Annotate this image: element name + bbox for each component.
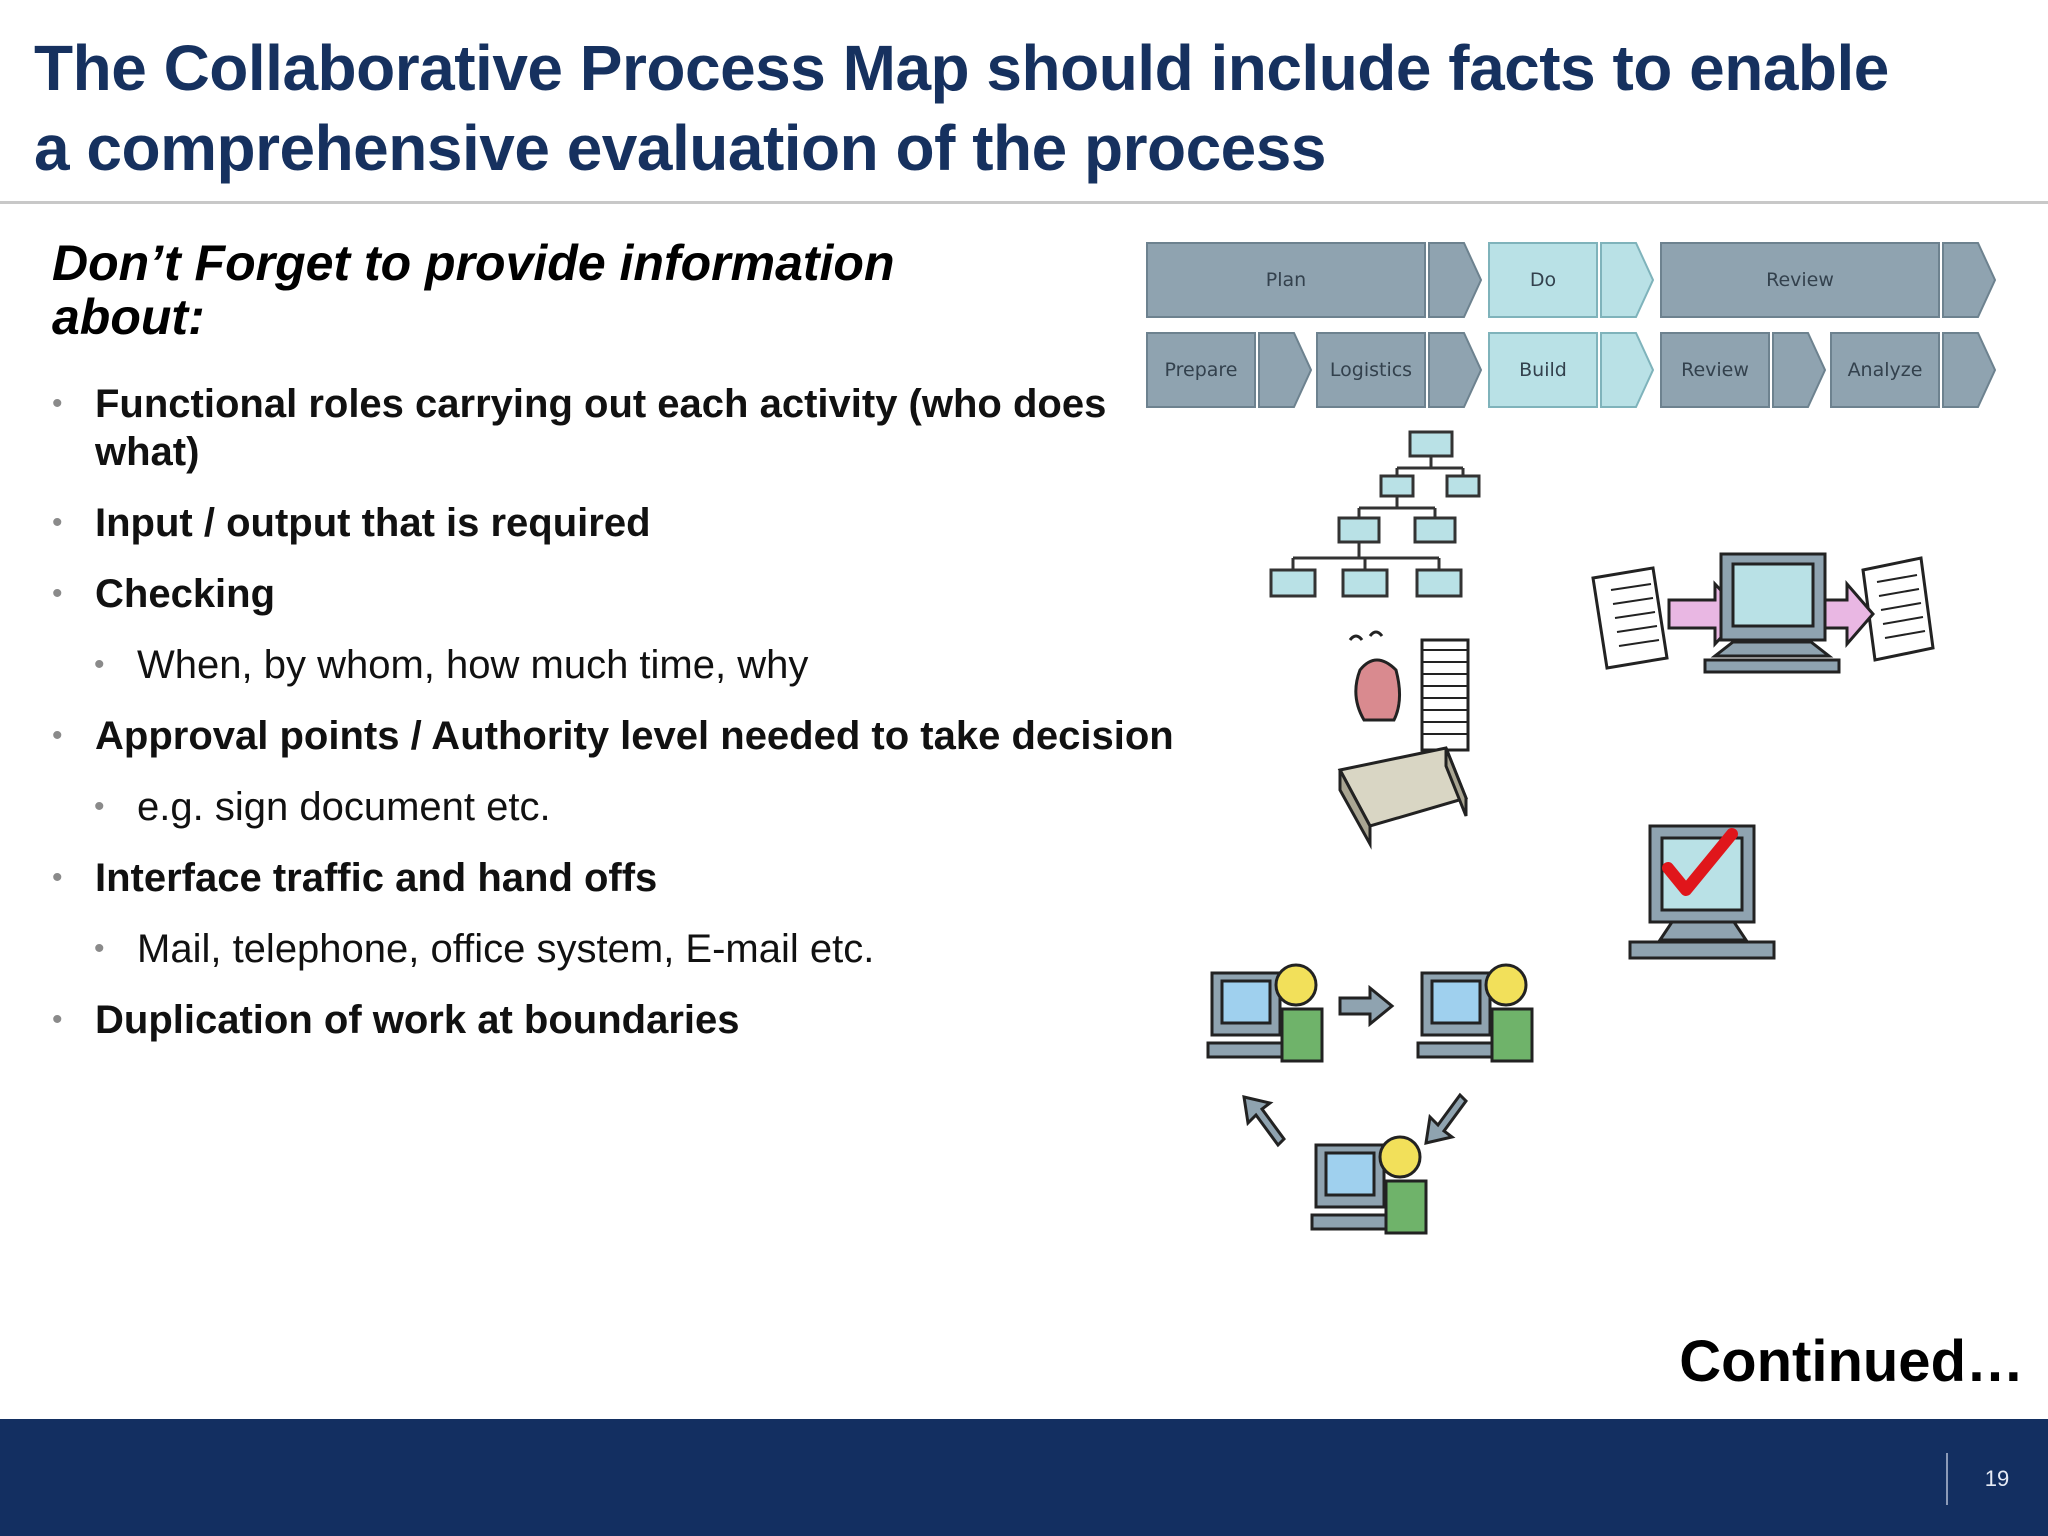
title-divider: [0, 201, 2048, 204]
bullet-item: • Approval points / Authority level neede…: [52, 712, 1202, 760]
phase-label: Do: [1529, 269, 1557, 291]
bullet-dot: •: [52, 719, 63, 752]
step-prepare: Prepare: [1146, 332, 1312, 408]
bullet-item: • Duplication of work at boundaries: [52, 996, 1202, 1044]
sub-bullet-text: When, by whom, how much time, why: [137, 643, 809, 687]
step-label: Build: [1519, 359, 1567, 381]
bullet-text: Approval points / Authority level needed…: [95, 714, 1174, 758]
step-label: Analyze: [1847, 359, 1923, 381]
slide-title: The Collaborative Process Map should inc…: [34, 32, 1889, 184]
step-logistics: Logistics: [1316, 332, 1482, 408]
sub-bullet-item: • Mail, telephone, office system, E-mail …: [52, 925, 1202, 973]
bullet-dot: •: [52, 861, 63, 894]
phase-plan: Plan: [1146, 242, 1482, 318]
phase-do: Do: [1488, 242, 1654, 318]
stressed-worker-icon: [1330, 630, 1490, 850]
sub-bullet-text: Mail, telephone, office system, E-mail e…: [137, 927, 875, 971]
sub-bullet-item: • When, by whom, how much time, why: [52, 641, 1202, 689]
bullet-dot: •: [52, 1003, 63, 1036]
process-diagram: Plan Do Review Prepare Logistics Build R…: [1140, 238, 2000, 413]
bullet-item: • Checking: [52, 570, 1202, 618]
bullet-dot: •: [94, 790, 105, 823]
document-transfer-icon: [1585, 548, 1945, 690]
step-label: Logistics: [1329, 359, 1413, 381]
computer-checkmark-icon: [1620, 822, 1780, 994]
step-analyze: Analyze: [1830, 332, 1996, 408]
workstation-cycle-icon: [1200, 955, 1540, 1255]
bullet-dot: •: [94, 932, 105, 965]
bullet-text: Checking: [95, 572, 276, 616]
bullet-text: Functional roles carrying out each activ…: [95, 382, 1107, 474]
step-review: Review: [1660, 332, 1826, 408]
subheading: Don’t Forget to provide information abou…: [52, 235, 895, 345]
bullet-text: Interface traffic and hand offs: [95, 856, 658, 900]
phase-review: Review: [1660, 242, 1996, 318]
bullet-list: • Functional roles carrying out each acti…: [52, 380, 1202, 1067]
bullet-text: Duplication of work at boundaries: [95, 998, 740, 1042]
sub-bullet-text: e.g. sign document etc.: [137, 785, 551, 829]
sub-bullet-item: • e.g. sign document etc.: [52, 783, 1202, 831]
footer-bar: [0, 1419, 2048, 1536]
org-chart-icon: [1265, 428, 1495, 600]
bullet-item: • Interface traffic and hand offs: [52, 854, 1202, 902]
bullet-dot: •: [52, 577, 63, 610]
continued-label: Continued…: [1679, 1329, 2024, 1394]
step-label: Prepare: [1164, 359, 1238, 381]
bullet-dot: •: [94, 648, 105, 681]
page-number: 19: [1984, 1466, 2010, 1491]
bullet-dot: •: [52, 506, 63, 539]
step-build: Build: [1488, 332, 1654, 408]
bullet-item: • Input / output that is required: [52, 499, 1202, 547]
bullet-item: • Functional roles carrying out each acti…: [52, 380, 1202, 476]
step-label: Review: [1681, 359, 1749, 381]
bullet-dot: •: [52, 387, 63, 420]
phase-label: Plan: [1265, 269, 1307, 291]
bullet-text: Input / output that is required: [95, 501, 651, 545]
footer-divider: [1946, 1453, 1948, 1505]
phase-label: Review: [1766, 269, 1834, 291]
